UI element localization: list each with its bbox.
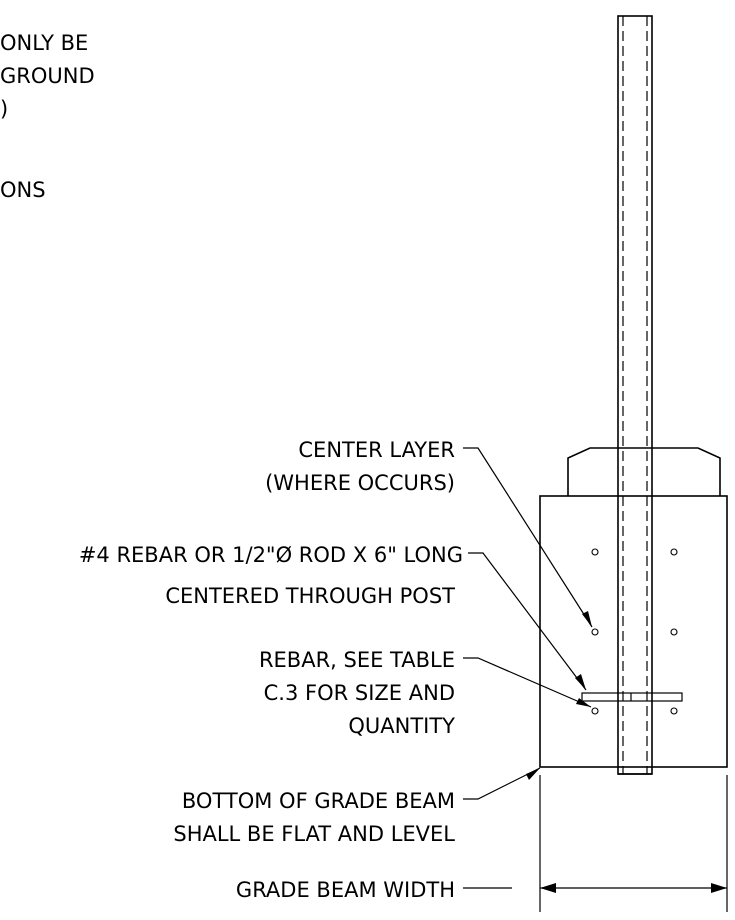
arrowhead (526, 768, 540, 780)
callout-rebar-table-line-3: QUANTITY (348, 714, 455, 738)
callout-bottom-grade-beam-line-1: BOTTOM OF GRADE BEAM (182, 789, 455, 813)
leaders (463, 447, 593, 889)
post (617, 15, 653, 775)
top-note-line-1: ONLY BE (0, 31, 88, 55)
top-note-line-2: GROUND (0, 64, 95, 88)
callout-center-layer-line-1: CENTER LAYER (298, 438, 455, 462)
rod-through-post (581, 692, 683, 702)
arrowhead (576, 698, 591, 707)
dimension-arrowhead-left (540, 883, 556, 893)
leader-rebar-rod (468, 552, 587, 691)
callout-center-layer: CENTER LAYER (WHERE OCCURS) (265, 438, 455, 495)
callout-rebar-rod-line-2: CENTERED THROUGH POST (165, 584, 455, 608)
callout-rebar-table-line-2: C.3 FOR SIZE AND (264, 681, 455, 705)
rebar-hole (670, 628, 678, 636)
rod-outline (581, 692, 683, 702)
width-dimension (539, 775, 728, 912)
callout-bottom-grade-beam: BOTTOM OF GRADE BEAM SHALL BE FLAT AND L… (173, 789, 455, 846)
concrete-collar (567, 447, 721, 496)
callout-grade-beam-width: GRADE BEAM WIDTH (236, 878, 455, 902)
arrowhead (582, 611, 592, 627)
rebar-hole (591, 628, 599, 636)
top-note-line-3: ) (0, 97, 8, 121)
callout-rebar-table-line-1: REBAR, SEE TABLE (259, 648, 455, 672)
rebar-hole (670, 548, 678, 556)
callout-rebar-rod-line-1: #4 REBAR OR 1/2"Ø ROD X 6" LONG (79, 543, 463, 567)
grade-beam-outline (539, 495, 728, 768)
top-note-line-4: ONS (0, 178, 46, 202)
leader-rebar-table (463, 657, 592, 708)
leader-bottom-grade-beam (463, 767, 541, 800)
rebar-hole (591, 548, 599, 556)
collar-outline (567, 447, 721, 496)
rebar-hole (670, 707, 678, 715)
callout-rebar-rod: #4 REBAR OR 1/2"Ø ROD X 6" LONG CENTERED… (79, 543, 463, 608)
callout-bottom-grade-beam-line-2: SHALL BE FLAT AND LEVEL (173, 822, 455, 846)
leader-center-layer (463, 447, 593, 628)
callout-center-layer-line-2: (WHERE OCCURS) (265, 471, 455, 495)
rebar-hole (591, 707, 599, 715)
dimension-arrowhead-right (711, 883, 727, 893)
callout-rebar-table: REBAR, SEE TABLE C.3 FOR SIZE AND QUANTI… (259, 648, 455, 738)
arrowhead (575, 674, 586, 690)
callout-grade-beam-width-line-1: GRADE BEAM WIDTH (236, 878, 455, 902)
rebar-holes (591, 548, 678, 715)
top-note: ONLY BE GROUND ) ONS (0, 31, 95, 202)
